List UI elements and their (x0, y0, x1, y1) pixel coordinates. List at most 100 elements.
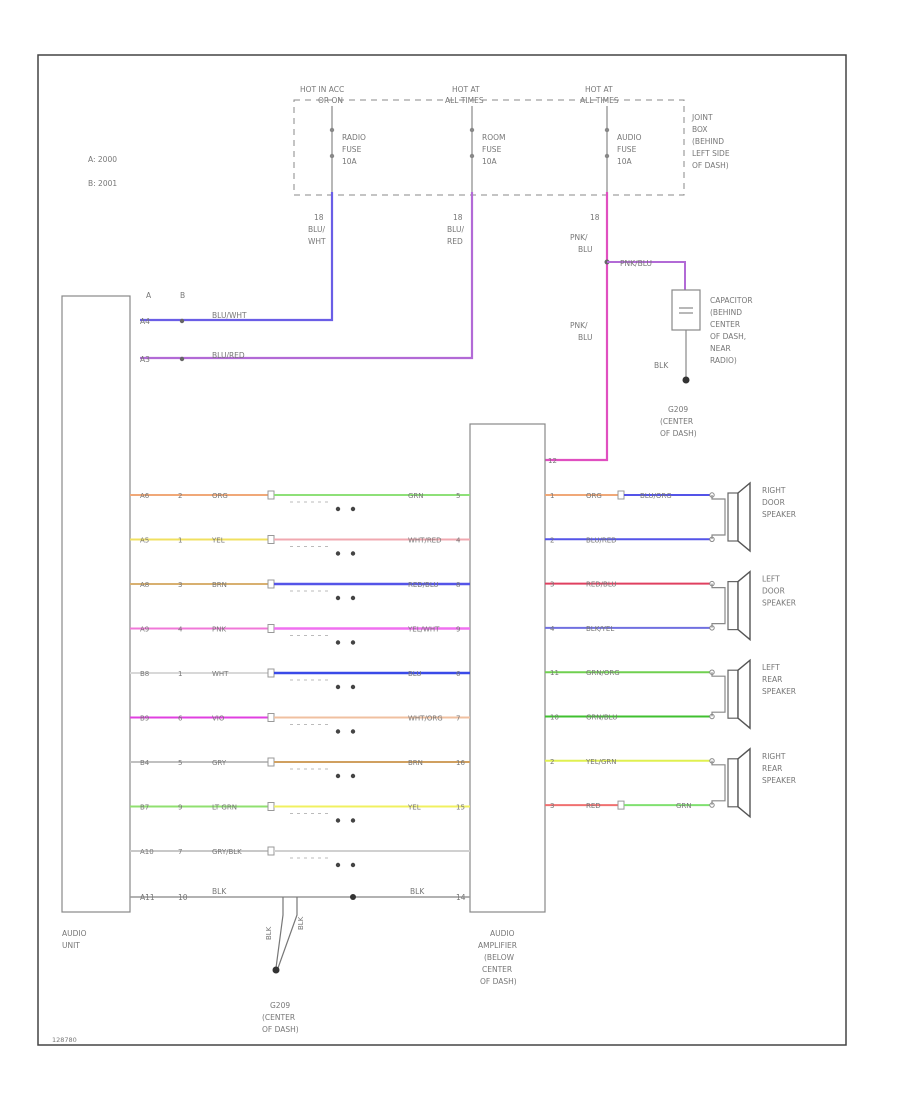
speaker-row: 3 RED/BLU (545, 581, 715, 589)
hot-label-1: HOT IN ACC (300, 85, 344, 94)
wire-color-left: BRN (212, 581, 227, 589)
speaker-label: REAR (762, 764, 782, 773)
splice-dot (335, 862, 341, 868)
speaker-cone (737, 658, 751, 730)
connector (617, 490, 625, 500)
speaker-coil (711, 760, 726, 805)
speaker-magnet (727, 758, 739, 808)
wire-color: RED/BLU (586, 581, 617, 589)
junction-box-label: JOINT BOX (BEHIND LEFT SIDE OF DASH) (691, 113, 730, 170)
pin-a: A5 (140, 537, 149, 545)
svg-text:18: 18 (590, 213, 600, 222)
splice-dot (350, 773, 356, 779)
wire-color: ORG (586, 492, 602, 500)
amp-pin: 11 (550, 669, 559, 677)
svg-text:PNK/: PNK/ (570, 321, 588, 330)
pin-a: A8 (140, 581, 149, 589)
svg-text:BLU/: BLU/ (447, 225, 464, 234)
svg-text:18: 18 (453, 213, 463, 222)
amp-feed-pin: 12 (548, 457, 557, 465)
amp-pin: 2 (550, 758, 554, 766)
amp-pin: 3 (550, 581, 554, 589)
splice-dot (350, 729, 356, 734)
audio-unit-label: AUDIO UNIT A B (62, 291, 185, 950)
amp-feed-label: PNK/ BLU (570, 321, 592, 342)
svg-text:AUDIO: AUDIO (617, 133, 642, 142)
wire-color: RED (586, 802, 601, 810)
svg-text:(CENTER: (CENTER (660, 417, 693, 426)
splice-dot (350, 862, 356, 868)
power-rows: A4 BLU/WHT A3 BLU/RED (140, 311, 247, 364)
speaker-coil (711, 495, 726, 539)
connector (267, 490, 275, 500)
pin-a: A9 (140, 626, 149, 634)
svg-text:B: 2001: B: 2001 (88, 179, 117, 188)
svg-text:BLK: BLK (410, 887, 425, 896)
capacitor-label: CAPACITOR (BEHIND CENTER OF DASH, NEAR R… (654, 296, 753, 438)
speaker-magnet (727, 669, 739, 719)
speaker-label: LEFT (762, 663, 780, 672)
svg-text:BLK: BLK (265, 926, 273, 940)
speaker-cone (737, 747, 751, 819)
wire-color-right: GRN (408, 492, 424, 500)
fuse-room: ROOM FUSE 10A (469, 106, 506, 192)
wire-color-right: YEL/WHT (407, 626, 440, 634)
hot-sub-3: ALL TIMES (580, 96, 619, 105)
svg-text:NEAR: NEAR (710, 344, 731, 353)
amp-pin: 5 (456, 492, 460, 500)
speaker-label: SPEAKER (762, 687, 796, 696)
svg-text:WHT: WHT (308, 237, 326, 246)
pin-a: B9 (140, 715, 149, 723)
pin-a: B7 (140, 804, 149, 812)
fuse-audio: AUDIO FUSE 10A (604, 106, 642, 192)
speaker-magnet (727, 492, 739, 542)
svg-text:BOX: BOX (692, 125, 708, 134)
amp-pin: 4 (550, 625, 555, 633)
svg-text:10A: 10A (617, 157, 633, 166)
fuse-radio: RADIO FUSE 10A (329, 106, 366, 192)
svg-text:BLU/: BLU/ (308, 225, 325, 234)
svg-text:OF DASH): OF DASH) (480, 977, 517, 986)
fuse-header: HOT IN ACC OR ON HOT AT ALL TIMES HOT AT… (300, 85, 619, 105)
splice-dot (335, 506, 341, 512)
svg-text:FUSE: FUSE (617, 145, 637, 154)
speaker-coil (711, 583, 726, 628)
speakers: RIGHTDOORSPEAKERLEFTDOORSPEAKERLEFTREARS… (711, 481, 796, 819)
svg-text:FUSE: FUSE (482, 145, 502, 154)
wire-color-left: ORG (212, 492, 228, 500)
svg-text:CENTER: CENTER (482, 965, 512, 974)
amp-pin: 9 (456, 626, 460, 634)
speaker-label: SPEAKER (762, 599, 796, 608)
svg-text:BLK: BLK (212, 887, 227, 896)
amplifier-label: AUDIO AMPLIFIER (BELOW CENTER OF DASH) (478, 929, 517, 986)
drop-labels: 18 BLU/ WHT 18 BLU/ RED 18 PNK/ BLU (308, 213, 600, 254)
splice-dot (335, 595, 341, 601)
hot-label-3: HOT AT (585, 85, 613, 94)
svg-text:CENTER: CENTER (710, 320, 740, 329)
capacitor-wire-label: PNK/BLU (620, 259, 652, 268)
splice-dot (350, 506, 356, 512)
wire-color-left: LT GRN (212, 804, 237, 812)
svg-text:A: A (146, 291, 152, 300)
pin-b: 5 (178, 759, 182, 767)
connector (267, 713, 275, 722)
svg-text:FUSE: FUSE (342, 145, 362, 154)
connector (617, 800, 625, 810)
amp-pin: 1 (550, 492, 554, 500)
capacitor-body (671, 289, 701, 331)
speaker-magnet (727, 580, 739, 631)
pin-b: 3 (178, 581, 182, 589)
